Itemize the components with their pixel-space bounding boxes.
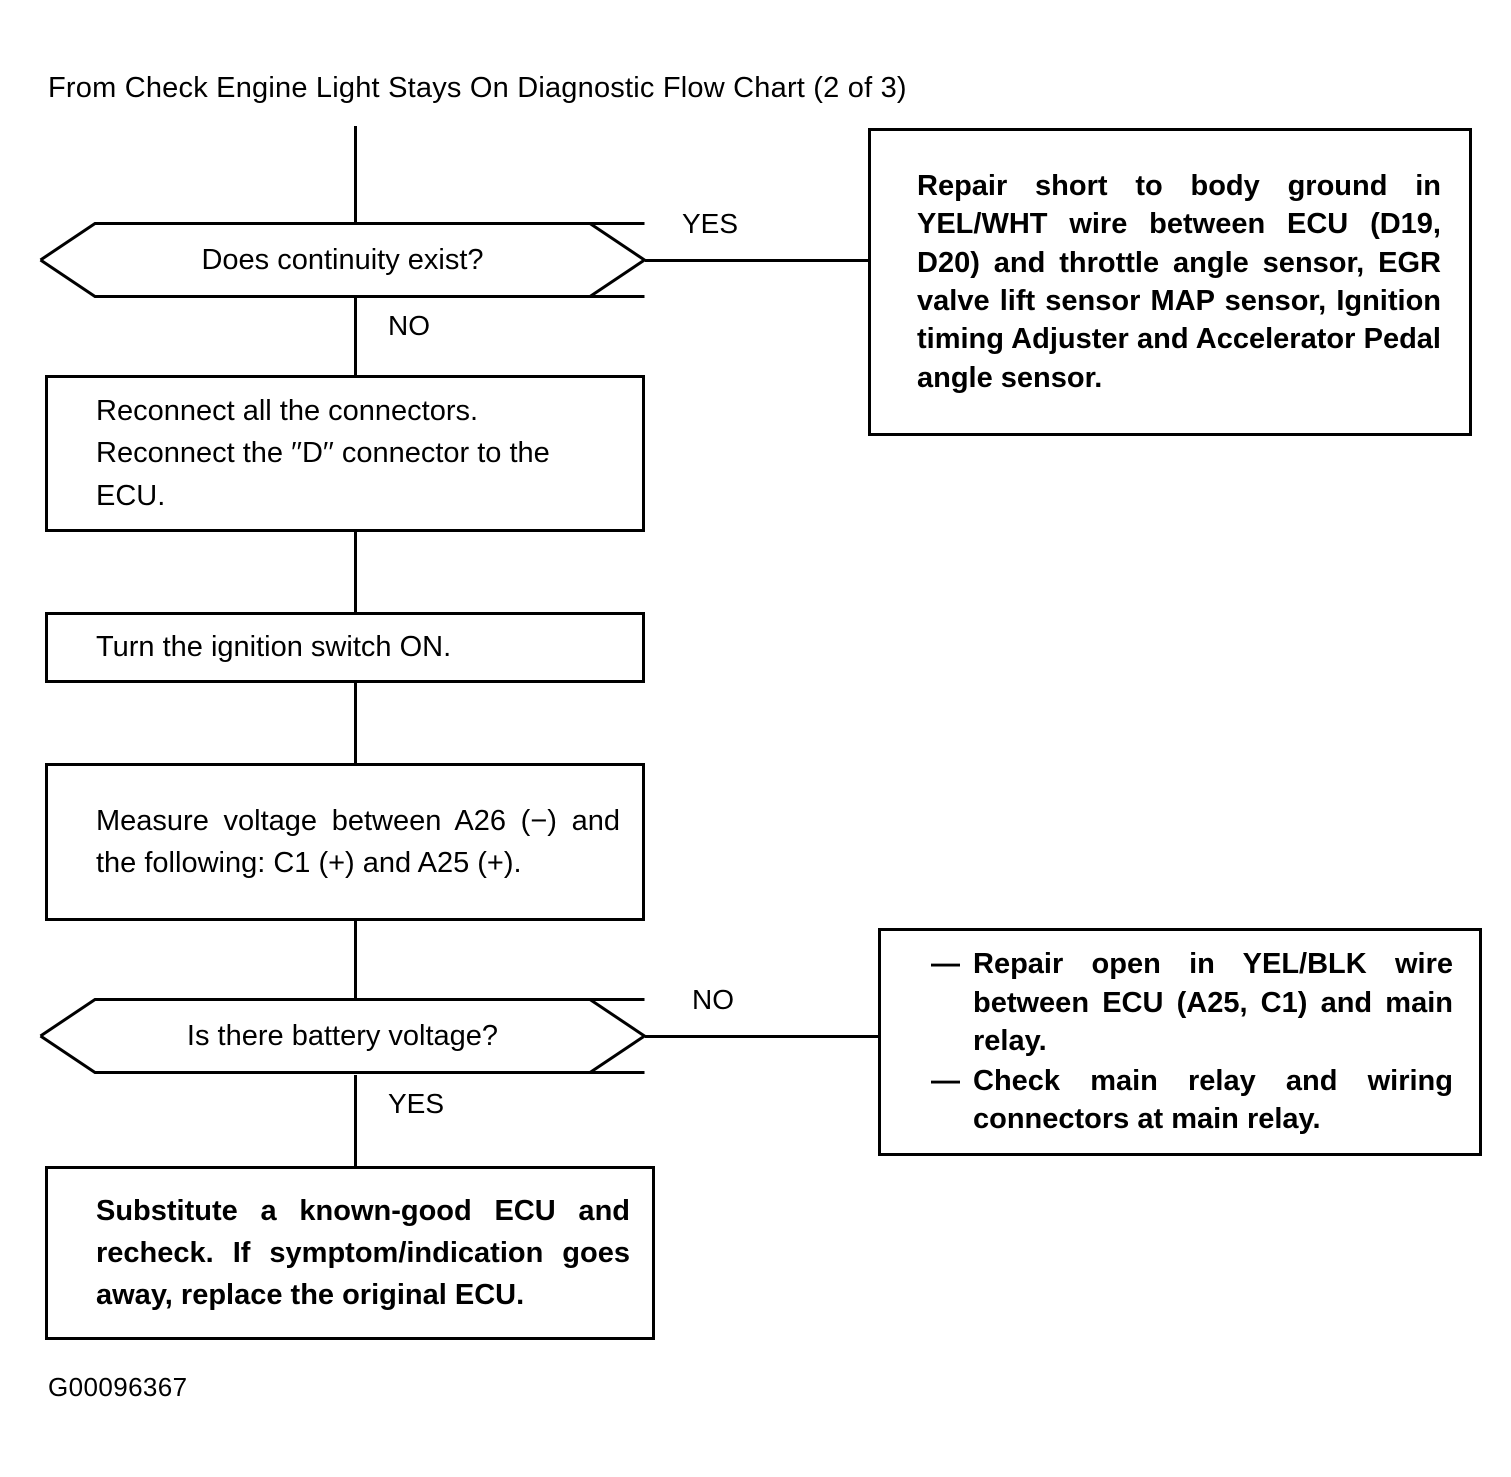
result-box-repair-open-main-relay: — Repair open in YEL/BLK wire between EC… <box>878 928 1482 1156</box>
connector-decision-2-yes <box>354 1075 357 1166</box>
step-2-text: Turn the ignition switch ON. <box>96 631 452 664</box>
connector-entry-to-decision-1 <box>354 126 357 224</box>
connector-decision-1-no <box>354 297 357 377</box>
list-item: — Repair open in YEL/BLK wire between EC… <box>931 945 1453 1060</box>
step-box-turn-ignition-on: Turn the ignition switch ON. <box>45 612 645 683</box>
result-2-list: — Repair open in YEL/BLK wire between EC… <box>881 945 1479 1138</box>
step-box-measure-voltage: Measure voltage between A26 (−) and the … <box>45 763 645 921</box>
step-3-text: Measure voltage between A26 (−) and the … <box>96 804 620 879</box>
dash-bullet-icon: — <box>931 948 960 981</box>
step-box-reconnect-connectors: Reconnect all the connectors. Reconnect … <box>45 375 645 532</box>
connector-step-3-to-decision-2 <box>354 921 357 999</box>
result-2-item-2-text: Check main relay and wiring connectors a… <box>973 1065 1453 1136</box>
list-item: — Check main relay and wiring connectors… <box>931 1062 1453 1139</box>
branch-label-no-decision-1: NO <box>388 310 430 341</box>
step-1-text: Reconnect all the connectors. Reconnect … <box>96 395 550 512</box>
step-4-text: Substitute a known-good ECU and recheck.… <box>96 1194 630 1312</box>
decision-does-continuity-exist: Does continuity exist? <box>38 221 647 299</box>
reference-code: G00096367 <box>48 1372 188 1402</box>
dash-bullet-icon: — <box>931 1065 960 1098</box>
branch-label-no-decision-2: NO <box>692 984 734 1015</box>
decision-is-there-battery-voltage: Is there battery voltage? <box>38 997 647 1075</box>
result-2-item-1-text: Repair open in YEL/BLK wire between ECU … <box>973 948 1453 1057</box>
branch-label-yes-decision-1: YES <box>682 208 739 239</box>
branch-label-yes-decision-2: YES <box>388 1088 445 1119</box>
connector-decision-1-yes <box>645 259 871 262</box>
connector-step-2-to-step-3 <box>354 683 357 764</box>
connector-step-1-to-step-2 <box>354 532 357 613</box>
step-box-substitute-ecu: Substitute a known-good ECU and recheck.… <box>45 1166 655 1340</box>
result-box-repair-short-to-ground: Repair short to body ground in YEL/WHT w… <box>868 128 1472 436</box>
connector-decision-2-no <box>645 1035 881 1038</box>
page-title: From Check Engine Light Stays On Diagnos… <box>48 72 907 104</box>
result-1-text: Repair short to body ground in YEL/WHT w… <box>917 170 1441 394</box>
